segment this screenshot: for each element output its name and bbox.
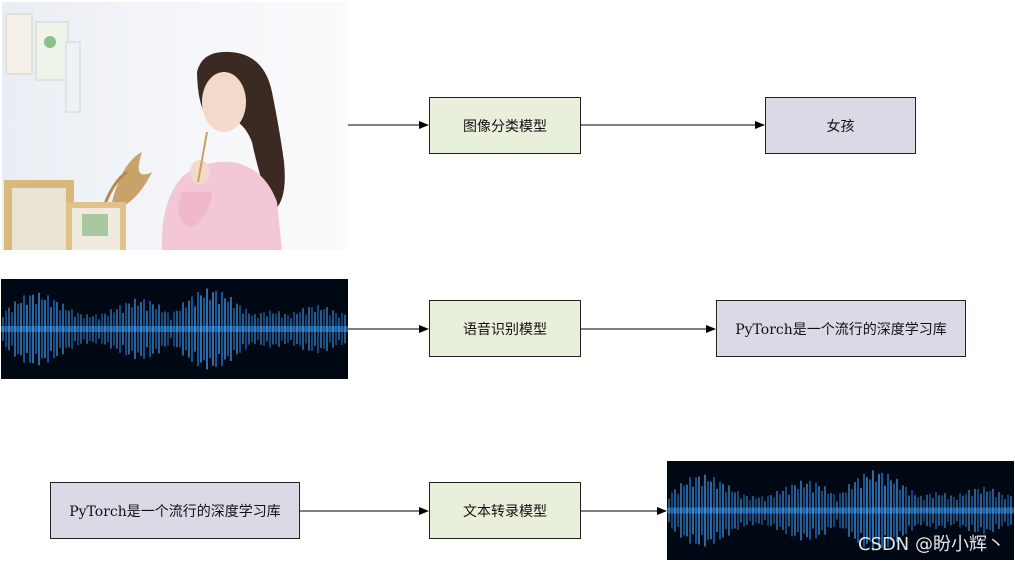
sound-wave-output-svg	[667, 461, 1014, 560]
text-to-speech-model-label: 文本转录模型	[463, 503, 547, 520]
photo-girl-image	[2, 2, 348, 250]
speech-recognition-model-label: 语音识别模型	[463, 321, 547, 338]
image-classification-output-label: 女孩	[826, 118, 855, 135]
text-to-speech-model-box: 文本转录模型	[429, 482, 581, 539]
text-input-label: PyTorch是一个流行的深度学习库	[69, 503, 281, 520]
image-classification-model-label: 图像分类模型	[463, 118, 547, 135]
image-classification-output-box: 女孩	[765, 97, 916, 154]
speech-recognition-output-box: PyTorch是一个流行的深度学习库	[716, 300, 966, 357]
text-input-box: PyTorch是一个流行的深度学习库	[50, 482, 300, 539]
image-classification-model-box: 图像分类模型	[429, 97, 581, 154]
sound-wave-input-svg	[1, 279, 348, 379]
sound-wave-output-image	[667, 461, 1014, 560]
speech-recognition-output-label: PyTorch是一个流行的深度学习库	[735, 321, 947, 338]
sound-wave-input-image	[1, 279, 348, 379]
watermark-text: CSDN @盼小辉丶	[857, 534, 1005, 555]
speech-recognition-model-box: 语音识别模型	[429, 300, 581, 357]
